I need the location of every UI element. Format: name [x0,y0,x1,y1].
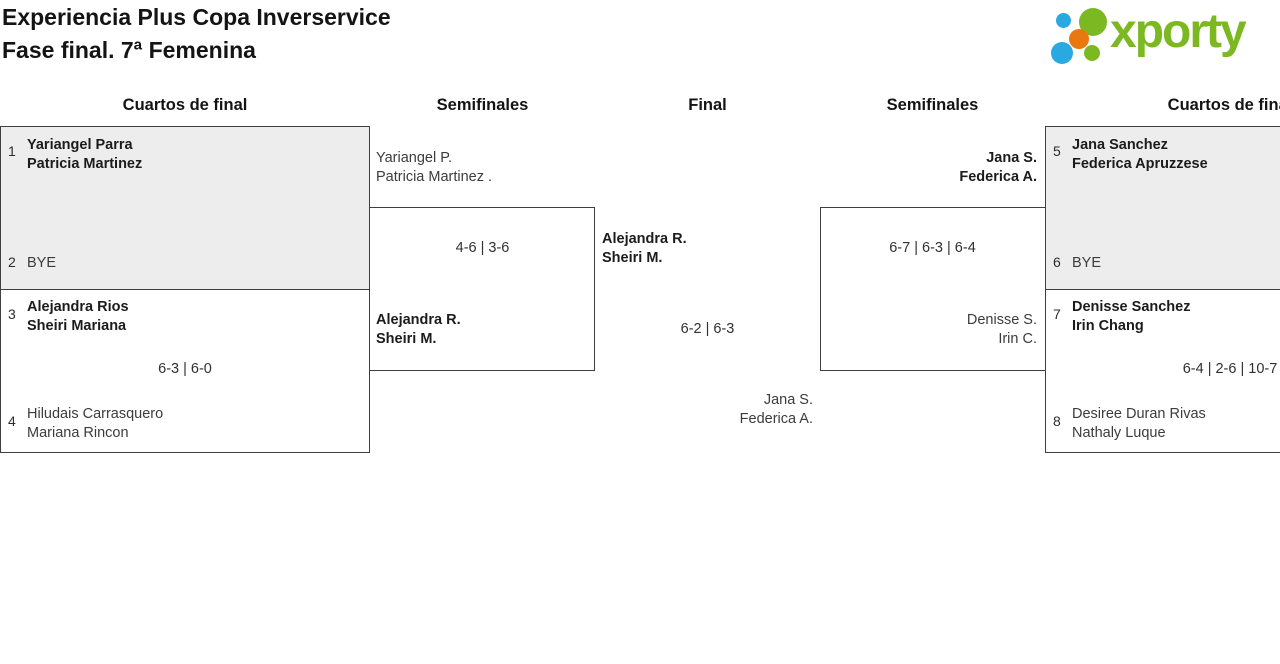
round-header-quarterfinals-left: Cuartos de final [122,96,248,114]
round-header-final: Final [688,96,727,114]
player-name: Sheiri M. [376,331,437,347]
bye-label: BYE [1072,255,1102,271]
match-box-qf2 [0,290,370,453]
round-header-semifinals-left: Semifinales [436,96,529,114]
seed-number: 3 [8,306,16,322]
player-name: Mariana Rincon [27,425,129,441]
team-pair: BYE [27,254,56,273]
player-name: Yariangel Parra [27,137,133,153]
tournament-name: Experiencia Plus Copa Inverservice [2,4,391,30]
team-pair: Jana S. Federica A. [959,149,1037,187]
team-pair: Jana S. Federica A. [740,391,813,429]
seed-number: 8 [1053,413,1061,429]
player-name: Sheiri M. [602,250,663,266]
match-box-qf4 [1045,290,1280,453]
seed-number: 4 [8,413,16,429]
team-pair: Jana Sanchez Federica Apruzzese [1072,136,1208,174]
player-name: Alejandra R. [602,231,687,247]
logo-dot-icon [1084,45,1100,61]
match-score: 4-6 | 3-6 [455,240,510,256]
logo-dot-icon [1056,13,1071,28]
player-name: Jana S. [986,150,1037,166]
seed-number: 6 [1053,254,1061,270]
player-name: Alejandra R. [376,312,461,328]
player-name: Jana S. [763,392,813,408]
player-name: Alejandra Rios [27,299,129,315]
team-pair: Alejandra Rios Sheiri Mariana [27,298,129,336]
match-score: 6-3 | 6-0 [158,361,212,377]
player-name: Irin Chang [1072,318,1144,334]
bye-label: BYE [27,255,57,271]
seed-number: 5 [1053,143,1061,159]
seed-number: 7 [1053,306,1061,322]
player-name: Desiree Duran Rivas [1072,406,1206,422]
logo-dot-icon [1051,42,1073,64]
player-name: Hiludais Carrasquero [27,406,164,422]
page-title: Experiencia Plus Copa Inverservice Fase … [2,1,391,67]
match-box-qf3 [1045,126,1280,290]
player-name: Federica A. [739,411,813,427]
team-pair: Alejandra R. Sheiri M. [602,230,687,268]
team-pair: Alejandra R. Sheiri M. [376,311,461,349]
player-name: Denisse Sanchez [1072,299,1191,315]
seed-number: 2 [8,254,16,270]
player-name: Irin C. [998,331,1037,347]
team-pair: Denisse S. Irin C. [967,311,1037,349]
team-pair: Denisse Sanchez Irin Chang [1072,298,1190,336]
phase-category: Fase final. 7ª Femenina [2,37,256,63]
team-pair: Hiludais Carrasquero Mariana Rincon [27,405,163,443]
player-name: Nathaly Luque [1072,425,1166,441]
round-header-quarterfinals-right: Cuartos de final [1167,96,1280,114]
match-score: 6-7 | 6-3 | 6-4 [889,240,976,256]
match-box-qf1 [0,126,370,290]
team-pair: Yariangel Parra Patricia Martinez [27,136,142,174]
player-name: Denisse S. [966,312,1037,328]
player-name: Patricia Martinez . [376,169,493,185]
player-name: Patricia Martinez [27,156,143,172]
player-name: Federica A. [959,169,1037,185]
team-pair: Yariangel P. Patricia Martinez . [376,149,492,187]
round-header-semifinals-right: Semifinales [886,96,979,114]
player-name: Federica Apruzzese [1072,156,1208,172]
match-score: 6-2 | 6-3 [680,321,735,337]
seed-number: 1 [8,143,16,159]
team-pair: Desiree Duran Rivas Nathaly Luque [1072,405,1206,443]
logo-wordmark: xporty [1110,5,1247,58]
match-box-sf1 [369,207,595,371]
player-name: Sheiri Mariana [27,318,127,334]
logo-dot-icon [1069,29,1089,49]
team-pair: BYE [1072,254,1101,273]
match-score: 6-4 | 2-6 | 10-7 [1182,361,1278,377]
player-name: Yariangel P. [376,150,453,166]
player-name: Jana Sanchez [1072,137,1168,153]
